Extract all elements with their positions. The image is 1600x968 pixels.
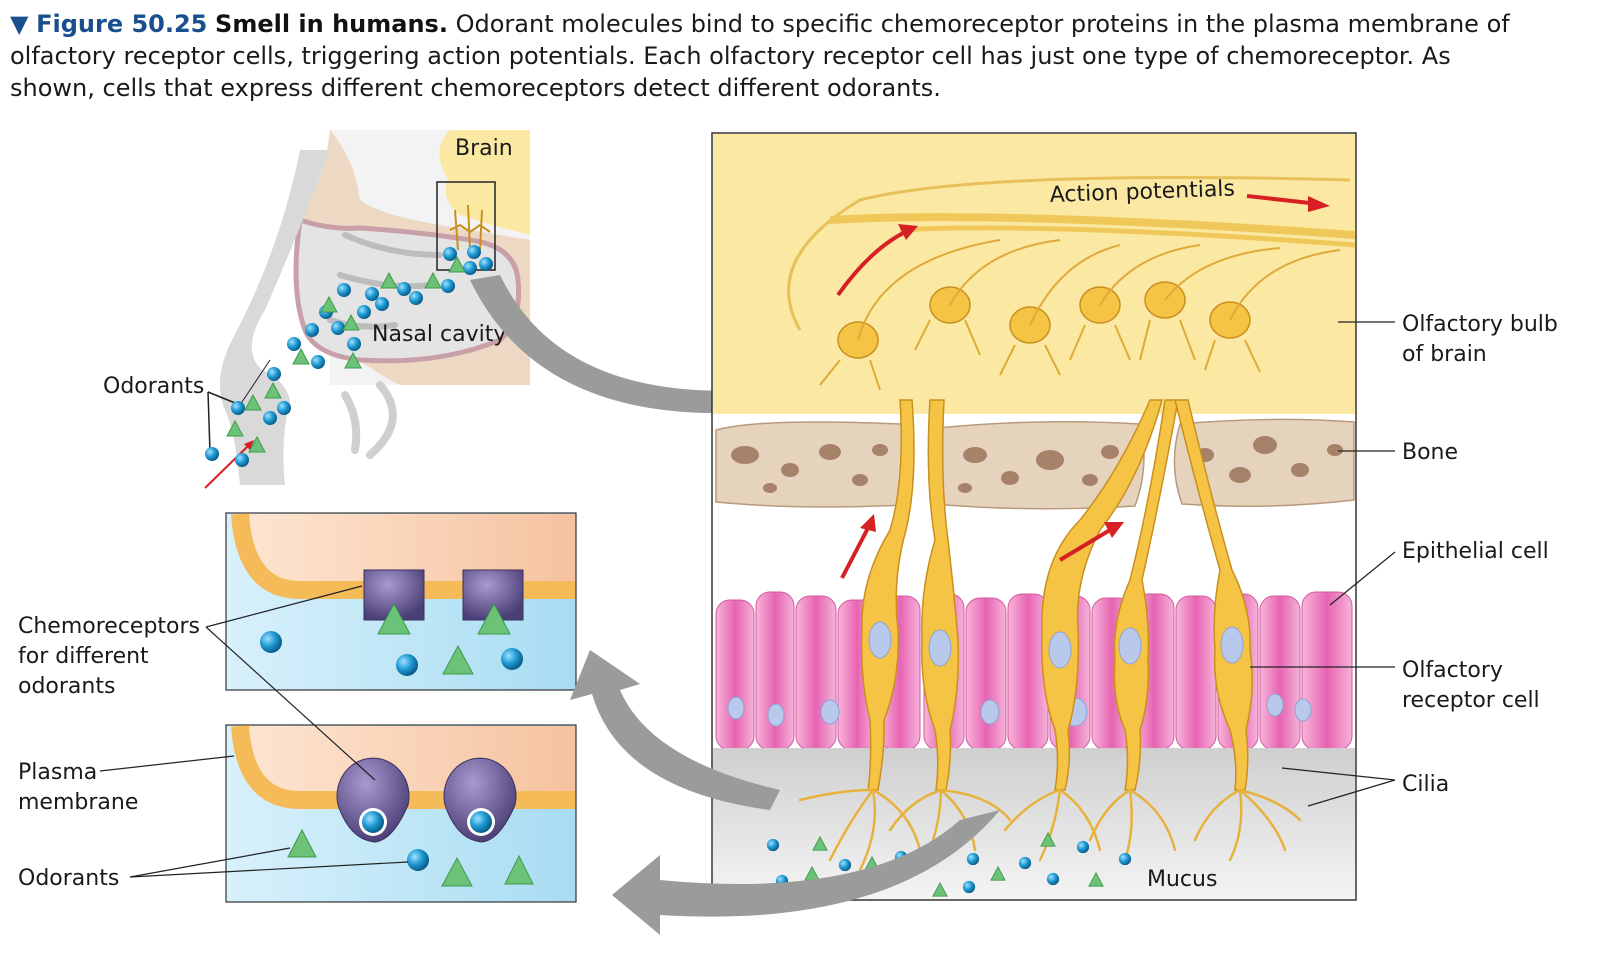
brain-label: Brain bbox=[455, 136, 513, 161]
caption-marker: ▼ bbox=[10, 10, 29, 38]
odorants-leader-a bbox=[207, 391, 211, 453]
cilia-label: Cilia bbox=[1402, 772, 1449, 797]
figure-caption: ▼ Figure 50.25 Smell in humans. Odorant … bbox=[10, 8, 1510, 104]
arrow-to-top-panel bbox=[570, 650, 780, 810]
side-leaders bbox=[1250, 321, 1396, 807]
bulb-contour bbox=[787, 176, 1351, 331]
mini-neurons bbox=[449, 204, 491, 251]
olfactory-bulb-label-2: of brain bbox=[1402, 342, 1487, 367]
membrane-panel-top bbox=[225, 512, 577, 691]
plasma-membrane-label-2: membrane bbox=[18, 790, 138, 815]
arrow-to-bottom-panel bbox=[612, 810, 1000, 935]
mucus-layer bbox=[713, 748, 1355, 899]
signal-arrows bbox=[836, 194, 1330, 579]
bone-label: Bone bbox=[1402, 440, 1458, 465]
head-panel: Brain Nasal cavity Odorants bbox=[103, 130, 530, 489]
nose-outline bbox=[219, 150, 330, 485]
odorants-bottom-label: Odorants bbox=[18, 866, 119, 891]
figure-number: Figure 50.25 bbox=[36, 10, 208, 38]
chemoreceptors-label-2: for different bbox=[18, 644, 149, 669]
chemoreceptors-label-1: Chemoreceptors bbox=[18, 614, 200, 639]
detail-panel: Action potentials Mucus bbox=[711, 132, 1357, 901]
plasma-membrane-label-1: Plasma bbox=[18, 760, 97, 785]
epithelium bbox=[715, 591, 1353, 751]
receptor-neurons bbox=[798, 399, 1302, 872]
axon-tract bbox=[829, 213, 1356, 239]
olfactory-bulb bbox=[713, 134, 1355, 414]
receptor-cell-label-1: Olfactory bbox=[1402, 658, 1503, 683]
olfactory-bulb-label-1: Olfactory bulb bbox=[1402, 312, 1558, 337]
palate-lines bbox=[341, 381, 397, 459]
bulb-dendrites bbox=[819, 239, 1341, 391]
figure-title: Smell in humans. bbox=[215, 10, 448, 38]
inhale-arrowhead bbox=[244, 440, 254, 450]
caption-text: Odorant molecules bind to specific chemo… bbox=[10, 10, 1510, 102]
inhale-arrow bbox=[204, 445, 249, 489]
receptor-cell-label-2: receptor cell bbox=[1402, 688, 1540, 713]
odorants-head-leader bbox=[239, 359, 271, 406]
nasal-cavity-label: Nasal cavity bbox=[372, 322, 506, 347]
chemoreceptors-label-3: odorants bbox=[18, 674, 115, 699]
left-leaders bbox=[99, 585, 409, 878]
bone-layer bbox=[713, 418, 1355, 510]
epithelial-cell-label: Epithelial cell bbox=[1402, 539, 1549, 564]
odorants-head-label: Odorants bbox=[103, 374, 204, 399]
membrane-panel-bottom bbox=[225, 724, 577, 903]
axon-tract-2 bbox=[899, 225, 1356, 248]
mucus-label: Mucus bbox=[1147, 867, 1217, 892]
